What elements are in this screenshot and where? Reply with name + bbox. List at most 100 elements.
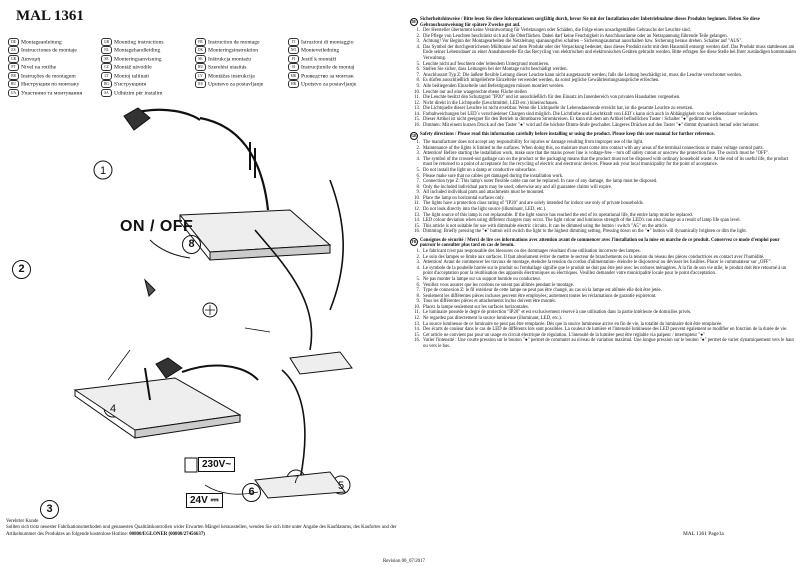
item-text: Stellen Sie sicher, dass Leitungen bei d…	[423, 67, 568, 73]
country-code-badge: MK	[288, 71, 299, 80]
item-text: Connection type Z: This lamp's outer fle…	[423, 179, 658, 185]
instruction-item: 12.Nicht direkt in die Lichtquelle (Leuc…	[410, 101, 796, 107]
step-number-4: 4	[110, 403, 116, 415]
item-text: Ne pas monter la lampe sur un support hu…	[423, 276, 542, 282]
language-label: Instruction de montage	[208, 39, 260, 46]
item-text: Dieser Artikel ist nicht geeignet für de…	[423, 117, 723, 123]
step-number-1: 1	[100, 165, 106, 177]
country-code-badge: SA	[101, 88, 112, 97]
item-text: Le luminaire possède le degré de protect…	[423, 310, 692, 316]
customer-notice-text: Sollten sich trotz neuester Fabrikations…	[6, 525, 397, 537]
country-code-badge: FR	[195, 38, 206, 46]
country-code-badge: RU	[8, 80, 19, 89]
instruction-item: 4.Le symbole de la poubelle barrée sur l…	[410, 266, 796, 277]
instruction-item: 8.Only the included individual parts may…	[410, 185, 796, 191]
item-text: Attention! Avant de commencer les travau…	[423, 260, 772, 266]
item-text: Le fabricant n'est pas responsable des b…	[423, 249, 641, 255]
customer-notice-heading: Verehrter Kunde	[6, 519, 39, 524]
instruction-item: 6.Please make sure that no cables get da…	[410, 174, 796, 180]
item-number: 2.	[416, 33, 420, 39]
country-code-badge: FR	[410, 238, 418, 247]
country-code-badge: LV	[195, 71, 206, 80]
item-number: 4.	[416, 156, 420, 162]
item-text: Veuillez vous assurer que les cordons ne…	[423, 282, 575, 288]
item-number: 11.	[414, 201, 420, 207]
item-number: 12.	[414, 207, 420, 212]
section-heading-text: Sicherheitshinweise / Bitte lesen Sie di…	[420, 17, 760, 28]
instruction-item: 1.The manufacturer does not accept any r…	[410, 140, 796, 146]
country-code-badge: SE	[101, 54, 112, 63]
item-number: 1.	[416, 28, 420, 34]
item-number: 2.	[416, 145, 420, 151]
item-number: 15.	[414, 332, 420, 338]
language-label: Ѕ'нструкциия	[114, 81, 146, 88]
instruction-item: 7.Connection type Z: This lamp's outer f…	[410, 179, 796, 185]
section-heading-text: Consignes de sécurité / Merci de lire ce…	[420, 237, 780, 249]
instruction-item: 7.Anschlussart Typ Z: Die äußere flexibl…	[410, 73, 796, 79]
instruction-item: 15.Cet article ne convient pas pour un u…	[410, 333, 796, 339]
instruction-item: 9.Tous les différentes pièces et attache…	[410, 299, 796, 305]
item-number: 10.	[414, 304, 420, 310]
assembly-illustration: 1 4 5 7 2 3 6 8 ON / OFF 230V~ 24V ⎓	[0, 100, 400, 519]
country-code-badge: PT	[8, 63, 19, 72]
item-text: Type de connexion Z: le fil extérieur de…	[423, 288, 662, 294]
instruction-item: 13.Die Lichtquelle dieser Leuchte ist ni…	[410, 106, 796, 112]
item-text: Dimming: Briefly pressing the "●" button…	[423, 229, 747, 235]
item-number: 9.	[416, 299, 420, 305]
item-number: 2.	[416, 254, 420, 260]
item-text: Only the included individual parts may b…	[423, 184, 612, 190]
item-number: 13.	[414, 106, 420, 112]
item-text: Die Pflege von Leuchten beschränkt sich …	[423, 33, 728, 39]
item-text: The symbol of the crossed-out garbage ca…	[423, 156, 789, 168]
instruction-item: 9.Alle beiliegenden Einzelteile und Befe…	[410, 84, 796, 90]
item-text: Achtung! Vor Beginn der Montagearbeiten …	[423, 39, 743, 45]
item-text: Der Hersteller übernimmt keine Verantwor…	[423, 28, 691, 34]
item-text: Placez la lampe seulement sur les surfac…	[423, 304, 530, 310]
step-number-3: 3	[40, 500, 59, 519]
item-text: The light source of this lamp is not rep…	[423, 212, 693, 218]
item-text: La source lumineuse de ce luminaire ne p…	[423, 321, 723, 327]
item-number: 3.	[416, 151, 420, 157]
voltage-dc-label: 24V ⎓	[186, 493, 223, 508]
language-label: Montáž návodile	[114, 64, 152, 71]
on-off-label: ON / OFF	[120, 218, 194, 235]
item-text: Alle beiliegenden Einzelteile und Befest…	[423, 83, 565, 89]
item-number: 11.	[414, 310, 420, 316]
language-label: Monteveiledning	[301, 47, 340, 54]
item-number: 7.	[416, 288, 420, 294]
item-text: Die Leuchte besitzt den Schutzgrad "IP20…	[423, 95, 681, 101]
language-label: Instruções de montagem	[21, 73, 76, 80]
item-text: Maintenance of the lights is limited to …	[423, 145, 764, 151]
step-number-2: 2	[12, 260, 31, 279]
item-text: Leuchte nicht auf feuchtem oder leitende…	[423, 61, 550, 67]
country-code-badge: BG	[101, 80, 112, 89]
country-code-badge: UA	[8, 88, 19, 97]
country-code-badge: SK	[195, 54, 206, 63]
country-code-badge: GB	[101, 38, 112, 46]
item-number: 5.	[416, 61, 420, 67]
instruction-item: 16.Varier l'intensité : Une courte press…	[410, 338, 796, 349]
language-label: Instrucţiunile de montaj	[301, 64, 355, 71]
item-number: 5.	[416, 167, 420, 173]
item-text: Varier l'intensité : Une courte pression…	[423, 338, 794, 349]
country-code-badge: SI	[288, 63, 299, 72]
country-code-badge: DE	[8, 38, 19, 46]
instruction-item: 11.The lights have a protection class ra…	[410, 201, 796, 207]
instruction-item: 5.Leuchte nicht auf feuchtem oder leiten…	[410, 62, 796, 68]
language-label: Montagehandleiding	[114, 47, 161, 54]
